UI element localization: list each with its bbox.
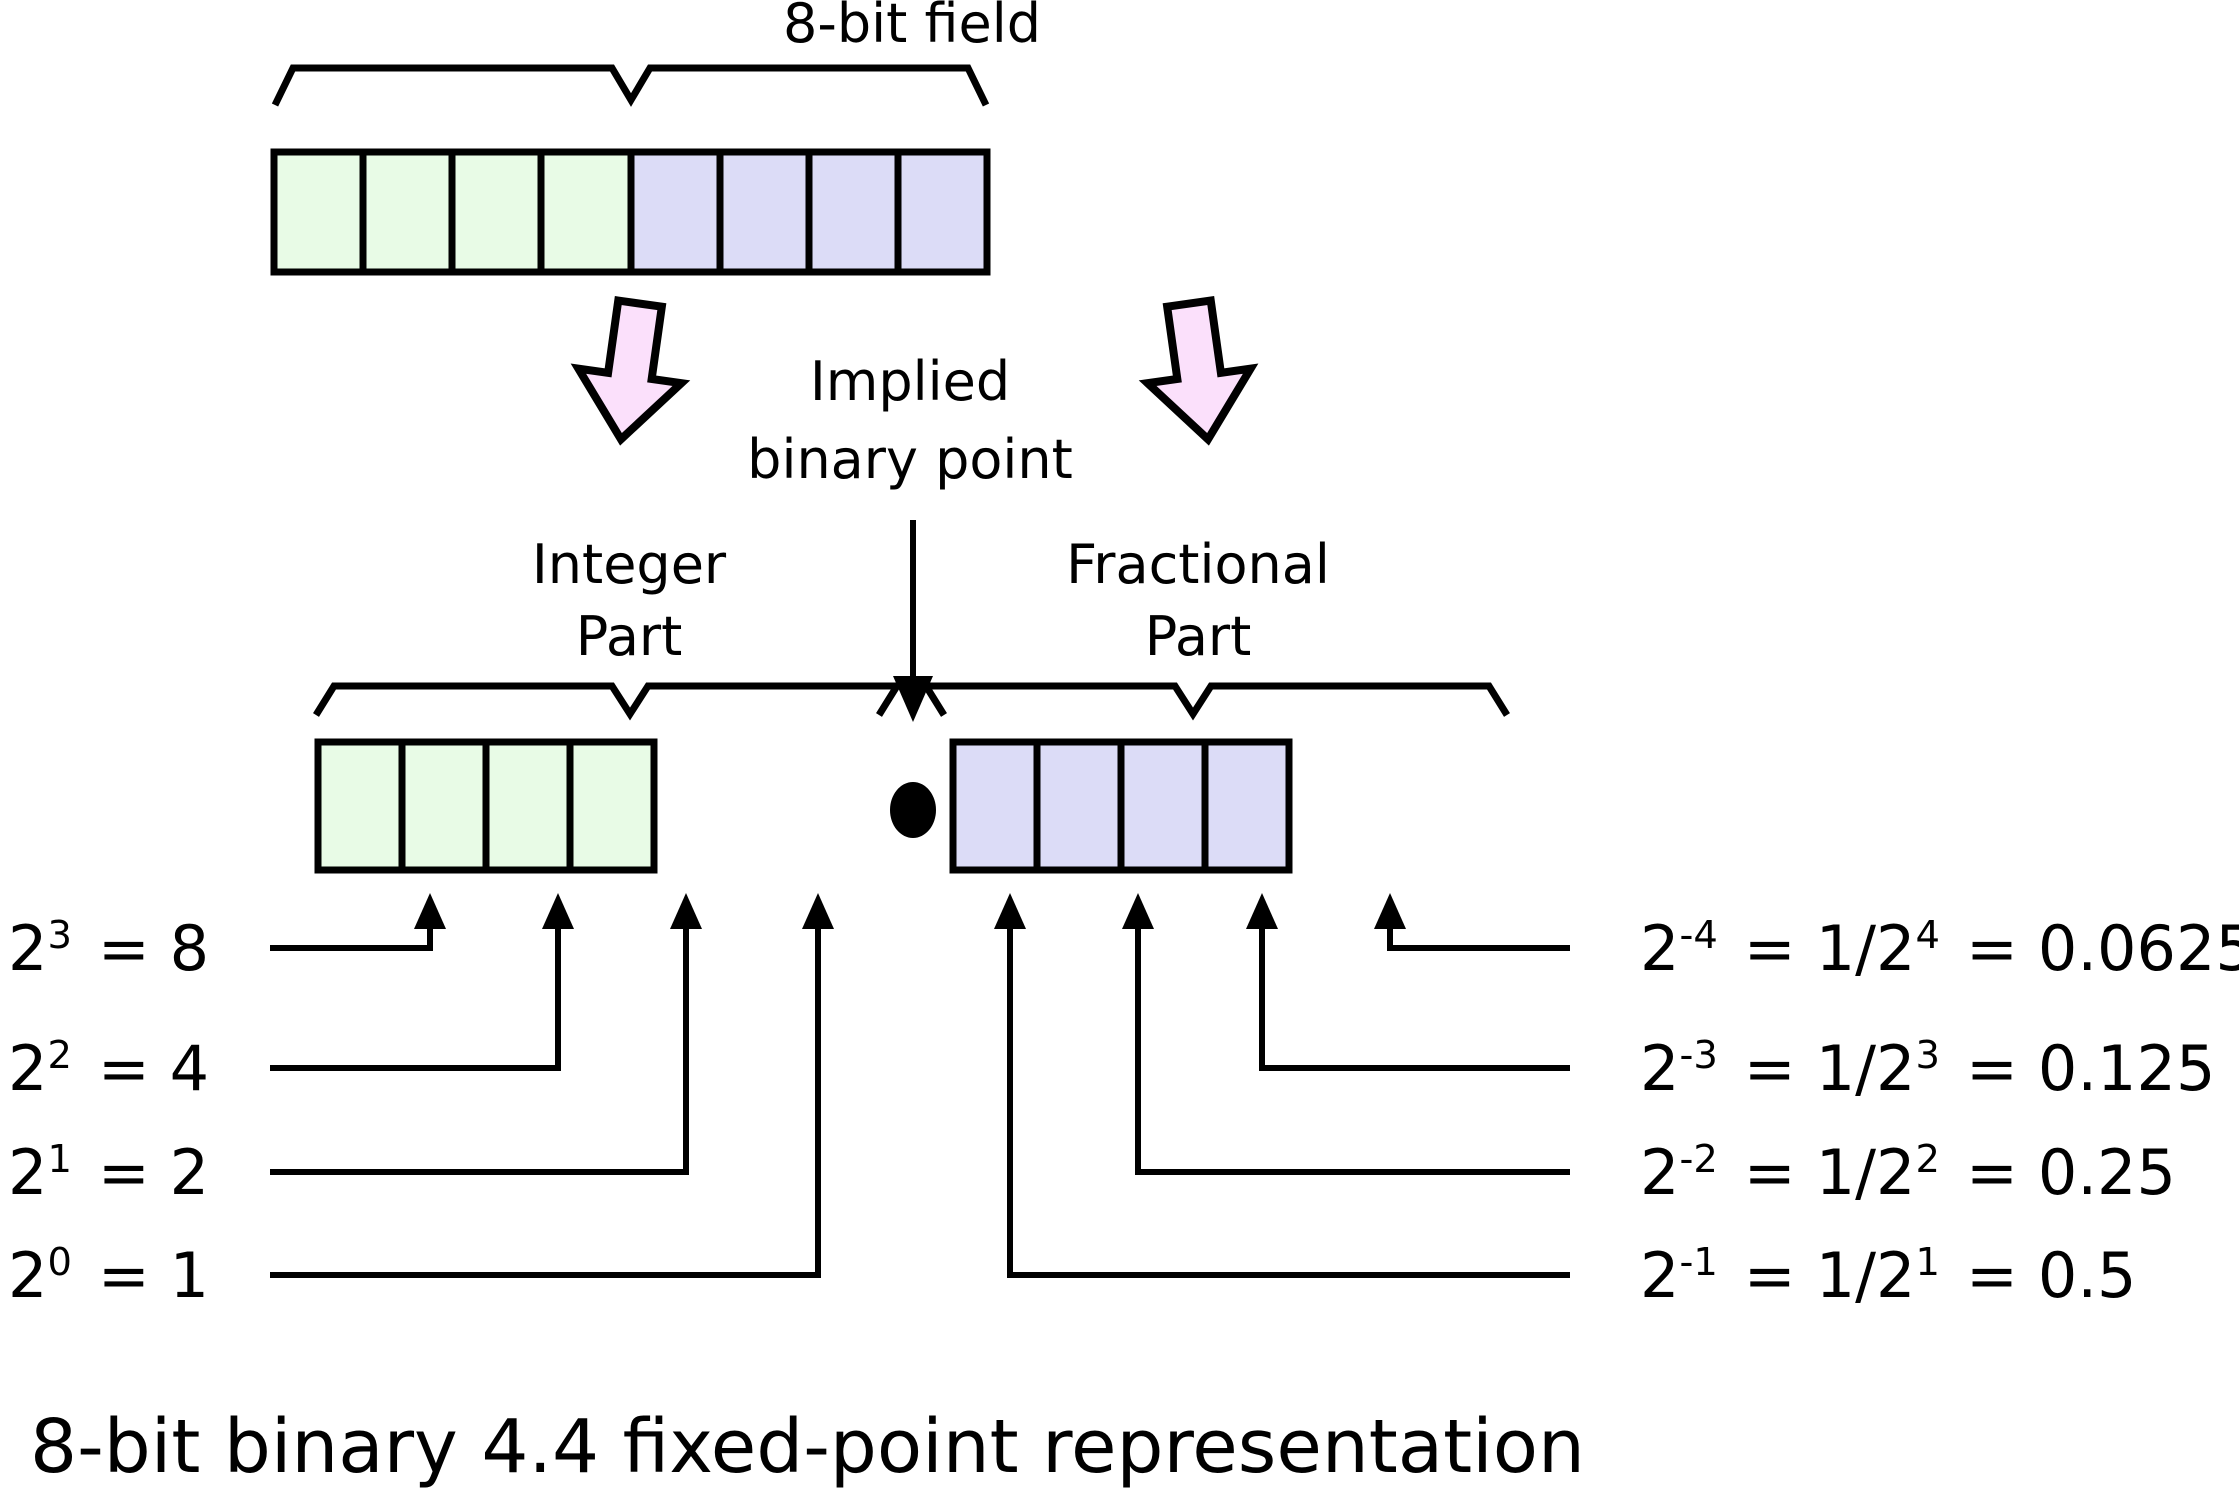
connector-frac-2 [1122, 893, 1570, 1175]
pink-arrow-right [1138, 296, 1259, 446]
integer-weight-label-2: 21= 2 [8, 1136, 209, 1209]
integer-weight-labels: 23= 8 22= 4 21= 2 20= 1 [8, 912, 209, 1312]
pink-arrow-left [570, 296, 691, 446]
connector-frac-1 [994, 893, 1570, 1278]
fractional-weight-label-2: 2-2=1/22=0.25 [1640, 1136, 2176, 1209]
connector-int-3 [270, 893, 446, 951]
top-bit-cell-int-0 [537, 148, 635, 276]
fractional-weight-label-0: 2-4=1/24=0.0625 [1640, 912, 2239, 985]
fractional-part-label-line2: Part [1145, 605, 1252, 668]
integer-part-label-line2: Part [576, 605, 683, 668]
fractional-part-brace [876, 682, 1510, 721]
implied-point-label-line2: binary point [747, 428, 1073, 491]
top-bit-cell-int-1 [448, 148, 545, 276]
top-bit-field [270, 148, 991, 276]
connector-int-0 [270, 893, 834, 1278]
fractional-weight-label-1: 2-3=1/23=0.125 [1640, 1032, 2215, 1105]
fractional-part-label-line1: Fractional [1066, 533, 1330, 596]
fractional-bit-field [949, 738, 1293, 874]
int-cell-3 [314, 738, 406, 874]
integer-bit-field [314, 738, 658, 874]
binary-point-dot [890, 782, 936, 838]
frac-cell-4 [1201, 738, 1293, 874]
connector-int-1 [270, 893, 702, 1175]
connector-frac-3 [1246, 893, 1570, 1071]
implied-point-label-line1: Implied [810, 350, 1010, 413]
top-bit-cell-int-2 [359, 148, 456, 276]
frac-cell-1 [949, 738, 1041, 874]
connector-frac-4 [1374, 893, 1570, 951]
top-field-brace [271, 64, 990, 107]
int-cell-2 [398, 738, 490, 874]
fractional-weight-labels: 2-4=1/24=0.0625 2-3=1/23=0.125 2-2=1/22=… [1640, 912, 2239, 1312]
int-cell-1 [482, 738, 574, 874]
frac-cell-2 [1033, 738, 1125, 874]
page-title: 8-bit field [783, 0, 1041, 55]
integer-weight-label-1: 22= 4 [8, 1032, 209, 1105]
top-bit-cell-int-3 [270, 148, 367, 276]
int-cell-0 [566, 738, 658, 874]
integer-weight-label-0: 23= 8 [8, 912, 209, 985]
frac-cell-3 [1117, 738, 1209, 874]
integer-part-brace [313, 682, 947, 721]
fractional-weight-label-3: 2-1=1/21=0.5 [1640, 1239, 2137, 1312]
diagram-caption: 8-bit binary 4.4 fixed-point representat… [30, 1404, 1585, 1490]
top-bit-cell-frac-4 [894, 148, 991, 276]
top-bit-cell-frac-1 [627, 148, 724, 276]
top-bit-cell-frac-2 [716, 148, 813, 276]
integer-weight-label-3: 20= 1 [8, 1239, 209, 1312]
integer-part-label-line1: Integer [532, 533, 727, 596]
connector-int-2 [270, 893, 574, 1071]
top-bit-cell-frac-3 [805, 148, 902, 276]
